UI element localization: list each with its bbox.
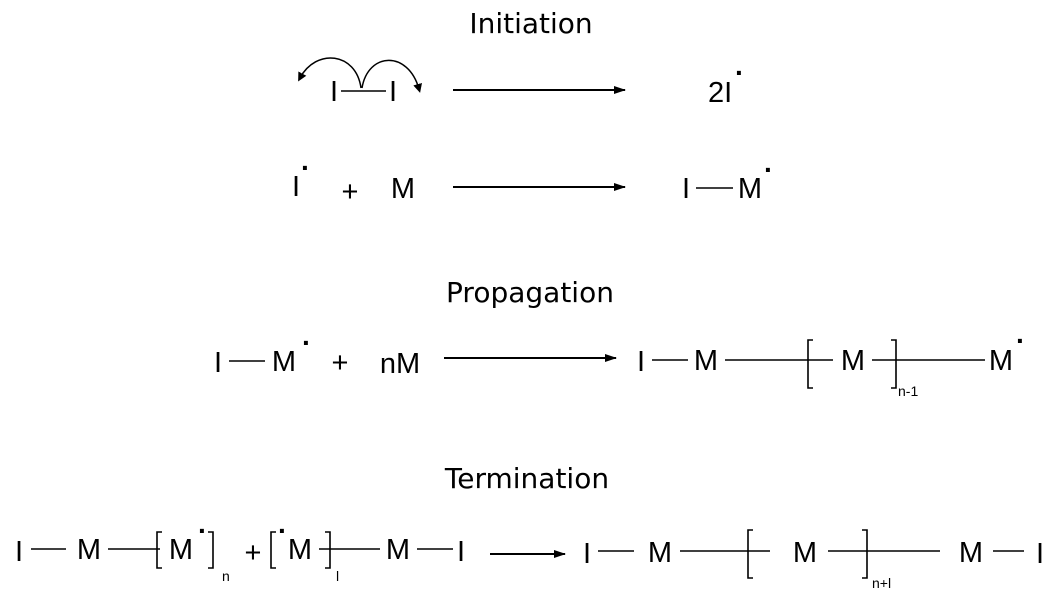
product-initiator-right: I	[1036, 538, 1044, 570]
chain1-subscript: n	[222, 568, 230, 584]
chain1-monomer: M	[77, 534, 101, 566]
chain-initiator: I	[637, 346, 645, 378]
initiator-atom-left: I	[330, 76, 338, 108]
bracket-left	[156, 531, 162, 569]
repeat-subscript: n-1	[898, 383, 918, 399]
product-initiator-left: I	[583, 538, 591, 570]
bracket-right	[891, 339, 897, 389]
chain2-radical-monomer: M	[288, 534, 312, 566]
radical-dot-icon: ·	[764, 154, 773, 185]
product-repeat-monomer: M	[793, 537, 817, 569]
reactant-monomer-radical: M	[272, 346, 296, 378]
chain-end-radical: M	[989, 345, 1013, 377]
monomer: M	[391, 173, 415, 205]
bracket-left	[270, 531, 276, 569]
radical-dot-icon: ·	[735, 57, 744, 88]
plus-sign: +	[332, 347, 349, 379]
product-monomer-left: M	[648, 537, 672, 569]
product-monomer-radical: M	[738, 173, 762, 205]
chain-monomer: M	[694, 345, 718, 377]
bracket-right	[208, 531, 214, 569]
radical-initiator: I	[292, 171, 300, 203]
electron-arrow-right	[361, 59, 422, 93]
radical-dot-icon: ·	[198, 515, 207, 546]
two-radicals-product: 2I	[708, 77, 732, 109]
chain1-radical-monomer: M	[169, 534, 193, 566]
product-initiator: I	[682, 173, 690, 205]
chain2-subscript: l	[336, 568, 339, 584]
bracket-left	[807, 339, 813, 389]
termination-heading: Termination	[444, 462, 609, 495]
radical-dot-icon: ·	[301, 152, 310, 183]
propagation-heading: Propagation	[446, 276, 614, 309]
initiation-heading: Initiation	[469, 7, 592, 40]
product-monomer-right: M	[959, 537, 983, 569]
repeat-unit-monomer: M	[841, 345, 865, 377]
plus-sign: +	[342, 176, 359, 208]
bracket-right	[862, 529, 868, 579]
radical-dot-icon: ·	[302, 327, 311, 358]
chain1-initiator: I	[15, 536, 23, 568]
chain2-initiator: I	[457, 536, 465, 568]
bracket-left	[747, 529, 753, 579]
product-subscript: n+l	[872, 575, 891, 590]
n-monomer: nM	[380, 348, 420, 380]
radical-dot-icon: ·	[278, 515, 287, 546]
electron-arrow-left	[298, 57, 362, 89]
chain2-monomer: M	[386, 534, 410, 566]
reactant-initiator: I	[214, 347, 222, 379]
plus-sign: +	[245, 537, 262, 569]
initiator-atom-right: I	[389, 76, 397, 108]
bracket-right	[325, 531, 331, 569]
radical-dot-icon: ·	[1016, 325, 1025, 356]
